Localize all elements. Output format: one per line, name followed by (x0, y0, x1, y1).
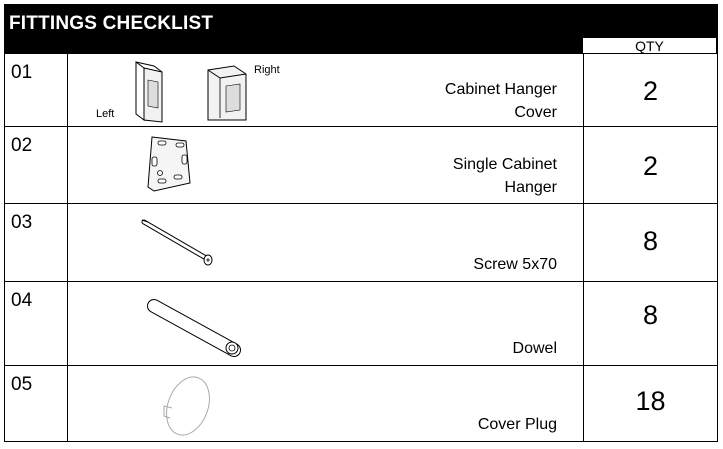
cabinet-hanger-cover-left-icon (135, 61, 163, 123)
item-number-cell: 03 (4, 204, 68, 281)
item-description-cell: Dowel (68, 282, 583, 365)
item-name-line2: Dowel (512, 340, 557, 357)
item-name-line2: Hanger (504, 179, 557, 196)
table-row: 04 Dowel 8 (4, 282, 718, 366)
item-qty-cell: 18 (583, 366, 718, 441)
item-qty: 2 (642, 76, 659, 106)
item-description-cell: Single Cabinet Hanger (68, 127, 583, 203)
item-qty-cell: 2 (583, 127, 718, 203)
table-row: 05 Cover Plug 18 (4, 366, 718, 442)
single-cabinet-hanger-icon (147, 136, 191, 192)
item-qty: 2 (642, 151, 659, 181)
item-number: 04 (11, 290, 33, 311)
item-name-line2: Cover Plug (477, 416, 557, 433)
item-qty-cell: 2 (583, 54, 718, 126)
item-description-cell: Left Right Cabinet Hanger Cover (68, 54, 583, 126)
item-description-cell: Screw 5x70 (68, 204, 583, 281)
item-name-line1 (473, 230, 557, 253)
item-description-cell: Cover Plug (68, 366, 583, 441)
page-title: FITTINGS CHECKLIST (9, 13, 214, 34)
item-number: 05 (11, 374, 33, 395)
item-name-line1: Single Cabinet (452, 156, 557, 173)
item-name-line1 (478, 390, 557, 413)
item-qty: 18 (635, 386, 666, 416)
item-qty-cell: 8 (583, 204, 718, 281)
screw-icon (141, 219, 213, 266)
label-left: Left (96, 108, 115, 120)
table-row: 02 Single Cabinet Hanger 2 (4, 127, 718, 204)
item-qty-cell: 8 (583, 282, 718, 365)
item-name-line1: Cabinet Hanger (444, 81, 557, 98)
item-name-line2: Cover (514, 104, 557, 121)
fittings-checklist: FITTINGS CHECKLIST QTY 01 Left (4, 4, 718, 442)
checklist-table: 01 Left Right Cabinet Hanger (4, 53, 718, 442)
item-number: 01 (11, 62, 33, 83)
table-row: 01 Left Right Cabinet Hanger (4, 53, 718, 127)
item-number: 03 (11, 212, 33, 233)
item-qty: 8 (642, 300, 659, 330)
dowel-icon (147, 299, 241, 357)
cover-plug-icon (163, 376, 210, 436)
label-right: Right (254, 64, 280, 76)
table-row: 03 Screw 5x70 8 (4, 204, 718, 282)
header-bar: FITTINGS CHECKLIST (4, 4, 718, 53)
item-name-line2: Screw 5x70 (473, 256, 557, 273)
item-number-cell: 02 (4, 127, 68, 203)
item-number-cell: 04 (4, 282, 68, 365)
qty-column-header: QTY (583, 38, 716, 54)
item-name-line1 (513, 314, 557, 337)
cabinet-hanger-cover-right-icon (207, 65, 247, 121)
item-number-cell: 05 (4, 366, 68, 441)
item-qty: 8 (642, 226, 659, 256)
item-number-cell: 01 (4, 54, 68, 126)
item-number: 02 (11, 135, 33, 156)
